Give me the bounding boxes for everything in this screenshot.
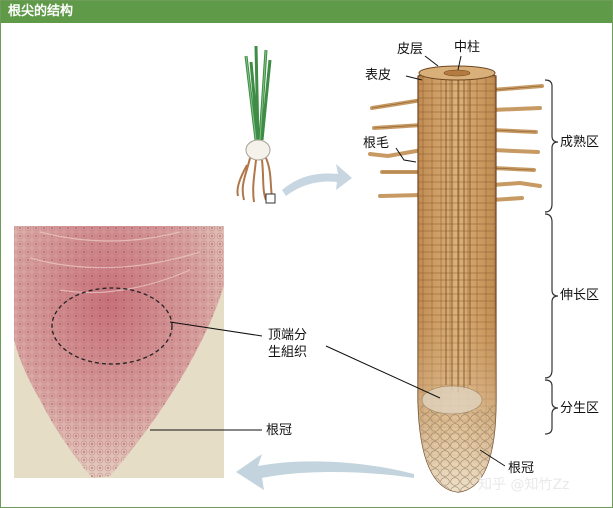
label-elongation-zone: 伸长区 xyxy=(560,288,600,303)
label-meristem-zone: 分生区 xyxy=(560,401,600,416)
micrograph-image xyxy=(14,226,224,478)
label-apical-meristem-line1: 顶端分 xyxy=(268,328,308,343)
label-cortex: 皮层 xyxy=(397,42,424,57)
apical-meristem-circle xyxy=(51,287,173,365)
arrow-to-root-icon xyxy=(282,164,352,196)
watermark: 知乎 @知竹Zz xyxy=(478,477,570,493)
root-body xyxy=(417,65,497,493)
label-root-cap-left: 根冠 xyxy=(266,423,293,438)
label-root-hair: 根毛 xyxy=(363,136,390,151)
zone-brackets xyxy=(544,79,559,435)
label-root-cap-right: 根冠 xyxy=(508,461,535,476)
label-stele: 中柱 xyxy=(454,40,481,55)
seedling-illustration xyxy=(236,45,276,204)
arrow-to-micrograph-icon xyxy=(236,454,414,490)
title-bar: 根尖的结构 xyxy=(1,1,612,23)
label-epidermis: 表皮 xyxy=(365,68,392,83)
figure-title: 根尖的结构 xyxy=(8,4,74,19)
label-maturation-zone: 成熟区 xyxy=(560,135,600,150)
leader-lines xyxy=(150,55,506,467)
label-apical-meristem-line2: 生組织 xyxy=(268,345,308,360)
